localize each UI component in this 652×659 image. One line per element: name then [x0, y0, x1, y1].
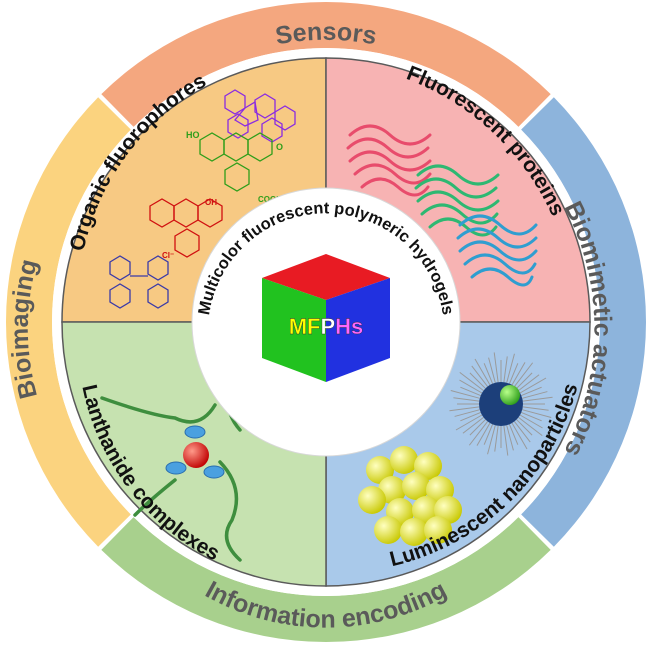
cube-right-face — [326, 278, 390, 382]
ligand-strand — [494, 425, 499, 452]
ligand-strand — [519, 377, 547, 394]
badge-letter: F — [307, 314, 320, 339]
ligand-strand — [476, 422, 491, 446]
ligand-strand — [522, 406, 549, 411]
ligand-strand — [474, 358, 491, 386]
nanoparticle-sphere — [424, 516, 452, 544]
ligand-strand — [508, 363, 519, 384]
nanoparticle-sphere — [400, 518, 428, 546]
svg-text:OH: OH — [205, 198, 217, 207]
ligand-strand — [503, 425, 509, 456]
outer-arc-information — [101, 517, 551, 642]
ligand-strand — [460, 411, 481, 422]
ligand-strand — [521, 386, 542, 397]
ligand-strand — [449, 406, 480, 412]
ligand-strand — [516, 372, 533, 389]
ligand-strand — [483, 424, 494, 445]
ligand-strand — [516, 419, 533, 436]
ligand-strand — [522, 409, 552, 418]
ligand-strand — [454, 409, 480, 417]
ligand-strand — [508, 424, 519, 445]
ligand-strand — [459, 371, 484, 392]
ligand-strand — [519, 414, 543, 429]
nanoparticle-illustration — [358, 352, 553, 546]
ligand-strand — [511, 362, 526, 386]
outer-label-sensors: Sensors — [273, 18, 378, 51]
ligand-strand — [493, 352, 499, 383]
ligand-strand — [459, 379, 483, 394]
mfphs-badge: MFPHs — [289, 314, 364, 339]
ligand-strand — [503, 356, 508, 383]
organic-fluorophore-structures: HO O COOH OH Cl⁻ — [109, 89, 296, 309]
cube-left-face — [262, 278, 326, 382]
ligand-strand — [511, 422, 528, 450]
ligand-strand — [450, 390, 480, 399]
badge-letter: M — [289, 314, 307, 339]
svg-text:COOH: COOH — [258, 195, 282, 204]
badge-letter: H — [335, 314, 351, 339]
ligand-strand — [471, 365, 489, 387]
outer-arc-actuators — [521, 97, 646, 547]
ligand-strand — [453, 397, 480, 402]
ligand-strand — [469, 372, 486, 389]
ligand-strand — [468, 421, 489, 446]
ligand-strand — [522, 391, 548, 399]
ligand-strand — [488, 357, 496, 383]
ligand-strand — [460, 386, 481, 397]
svg-text:Cl⁻: Cl⁻ — [162, 251, 174, 260]
ligand-strand — [522, 396, 553, 402]
nanoparticle-sphere — [402, 472, 430, 500]
ligand-strand — [506, 353, 515, 383]
ligand-strand — [487, 425, 496, 455]
badge-letter: s — [351, 314, 363, 339]
rgb-cube — [262, 254, 390, 382]
nanoparticle-sphere — [374, 516, 402, 544]
ligand-strand — [506, 425, 514, 451]
ligand-strand — [455, 414, 483, 431]
ligand-strand — [513, 421, 531, 443]
ligand-strand — [483, 363, 494, 384]
outer-arc-bioimaging — [5, 97, 131, 547]
cube-top-face — [262, 254, 390, 300]
outer-arc-sensors — [101, 1, 551, 127]
nanoparticle-sphere — [390, 446, 418, 474]
svg-text:O: O — [276, 142, 283, 152]
badge-letter: P — [320, 314, 335, 339]
ligand-strand — [521, 411, 542, 422]
ligand-strand — [513, 362, 534, 387]
nanoparticle-sphere — [358, 486, 386, 514]
svg-text:HO: HO — [186, 130, 200, 140]
ligand-strand — [518, 416, 543, 437]
ligand-strand — [518, 374, 540, 392]
fluorescent-protein-barrels — [346, 124, 538, 287]
ligand-strand — [469, 419, 486, 436]
ligand-strand — [462, 416, 484, 434]
